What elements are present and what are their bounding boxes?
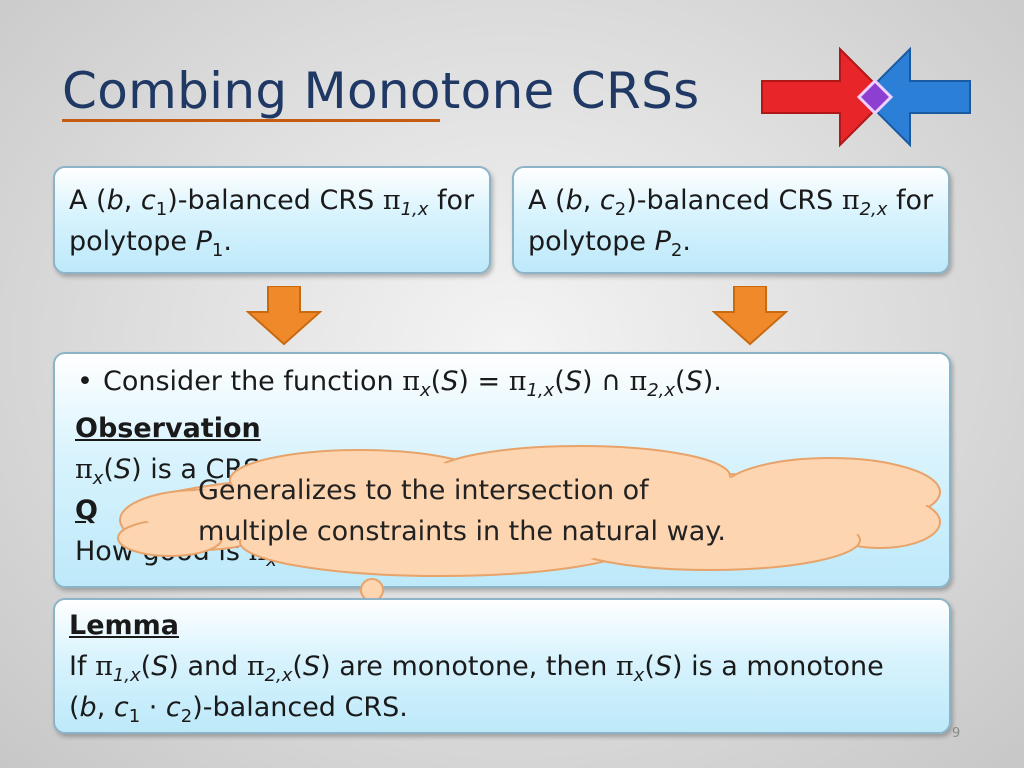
slide-title: Combing Monotone CRSs	[62, 62, 700, 120]
lemma-line2: (b, c1 · c2)-balanced CRS.	[69, 692, 408, 727]
cloud-line-2: multiple constraints in the natural way.	[198, 516, 726, 547]
lemma-text: Lemma If π1,x(S) and π2,x(S) are monoton…	[69, 605, 884, 728]
question-heading: Q	[75, 495, 98, 526]
blue-arrow-shape	[860, 46, 971, 148]
lemma-heading: Lemma	[69, 610, 180, 641]
lemma-box: Lemma If π1,x(S) and π2,x(S) are monoton…	[53, 598, 951, 734]
crossing-arrows-icon	[761, 46, 971, 148]
box2-text: A (b, c2)-balanced CRS π2,x for polytope…	[528, 180, 933, 262]
box2-line1: A (b, c2)-balanced CRS π2,x for	[528, 185, 934, 220]
observation-heading: Observation	[75, 413, 261, 444]
down-arrow-icon-right	[712, 286, 788, 346]
thought-cloud	[117, 445, 941, 625]
cloud-line-1: Generalizes to the intersection of	[198, 475, 649, 506]
box1-line1: A (b, c1)-balanced CRS π1,x for	[69, 185, 475, 220]
title-underline	[62, 119, 440, 122]
cloud-text: Generalizes to the intersection of multi…	[198, 470, 798, 552]
down-arrow-icon-left	[246, 286, 322, 346]
box1-text: A (b, c1)-balanced CRS π1,x for polytope…	[69, 180, 474, 262]
purple-diamond-shape	[856, 78, 894, 116]
box1-line2: polytope P1.	[69, 226, 232, 261]
policy-box-2: A (b, c2)-balanced CRS π2,x for polytope…	[512, 166, 950, 274]
page-number: 9	[952, 726, 961, 741]
box2-line2: polytope P2.	[528, 226, 691, 261]
function-bullet: Consider the function πx(S) = π1,x(S) ∩ …	[75, 361, 722, 402]
lemma-line1: If π1,x(S) and π2,x(S) are monotone, the…	[69, 651, 884, 686]
policy-box-1: A (b, c1)-balanced CRS π1,x for polytope…	[53, 166, 491, 274]
red-arrow-shape	[761, 46, 890, 148]
